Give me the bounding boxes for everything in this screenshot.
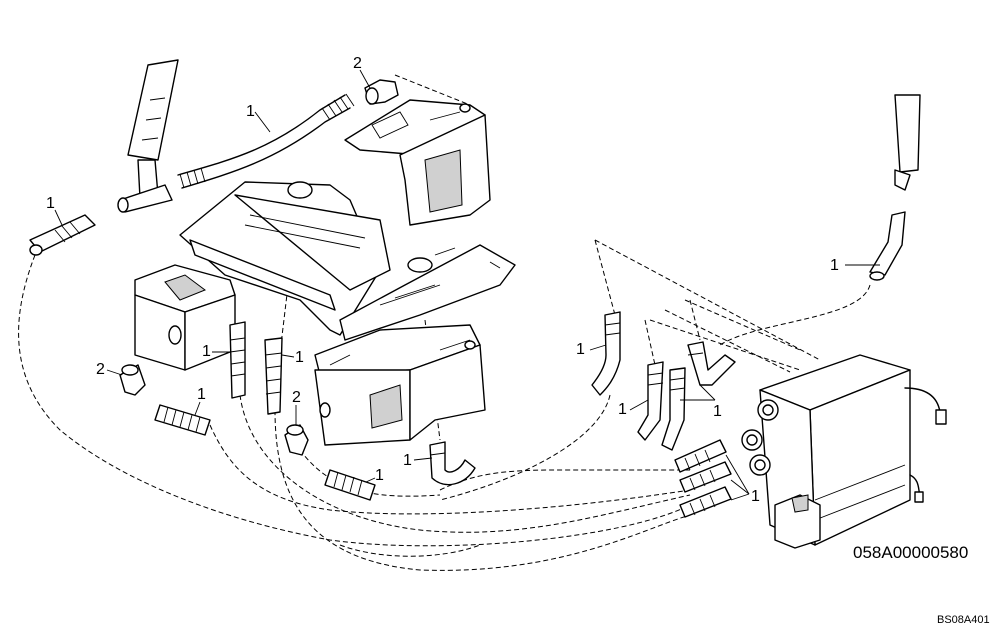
callout-1-right-group: 1: [751, 488, 760, 505]
callout-1-upper-hose: 1: [246, 103, 255, 120]
callout-1-vert-b: 1: [295, 349, 304, 366]
callout-2-center-elbow: 2: [292, 389, 301, 406]
upper-duct-box: [344, 99, 491, 226]
callout-1-right-a: 1: [576, 341, 585, 358]
elbow-center: [284, 424, 309, 456]
hose-vertical-a: [229, 321, 246, 399]
callout-1-left-hose: 1: [46, 195, 55, 212]
callout-1-center-bottom: 1: [375, 467, 384, 484]
heater-unit: [741, 354, 947, 549]
hose-center-bottom: [324, 469, 376, 501]
left-lower-box: [134, 264, 236, 371]
part-number: 058A00000580: [853, 543, 968, 562]
upper-long-hose: [177, 93, 355, 189]
callout-1-left-straight: 1: [197, 386, 206, 403]
hose-right-b: [637, 361, 664, 441]
hose-left-straight: [154, 404, 211, 436]
callout-1-right-pillar: 1: [830, 257, 839, 274]
hose-right-c: [661, 367, 686, 451]
hose-vertical-b: [264, 337, 283, 415]
callout-1-right-y: 1: [713, 403, 722, 420]
right-pillar-duct: [869, 94, 921, 281]
callout-2-top-elbow: 2: [353, 55, 362, 72]
elbow-top: [364, 79, 399, 105]
hose-right-a: [591, 311, 621, 396]
callout-labels: 1 2 1 1 1 1 2 1 2 1 1 1 1 1 1: [46, 55, 880, 505]
callout-2-left-elbow: 2: [96, 361, 105, 378]
callout-1-vert-a: 1: [202, 343, 211, 360]
hose-center-bend: [429, 441, 476, 486]
elbow-left: [119, 364, 146, 396]
callout-1-center-bend: 1: [403, 452, 412, 469]
hose-right-group: [674, 439, 732, 518]
left-pillar-duct: [117, 59, 179, 213]
hose-right-y: [687, 341, 736, 386]
main-housing: [179, 181, 516, 341]
hose-left-upper: [29, 214, 96, 256]
center-lower-box: [314, 324, 486, 446]
drawing-reference: BS08A401: [937, 614, 990, 626]
callout-1-right-b: 1: [618, 401, 627, 418]
